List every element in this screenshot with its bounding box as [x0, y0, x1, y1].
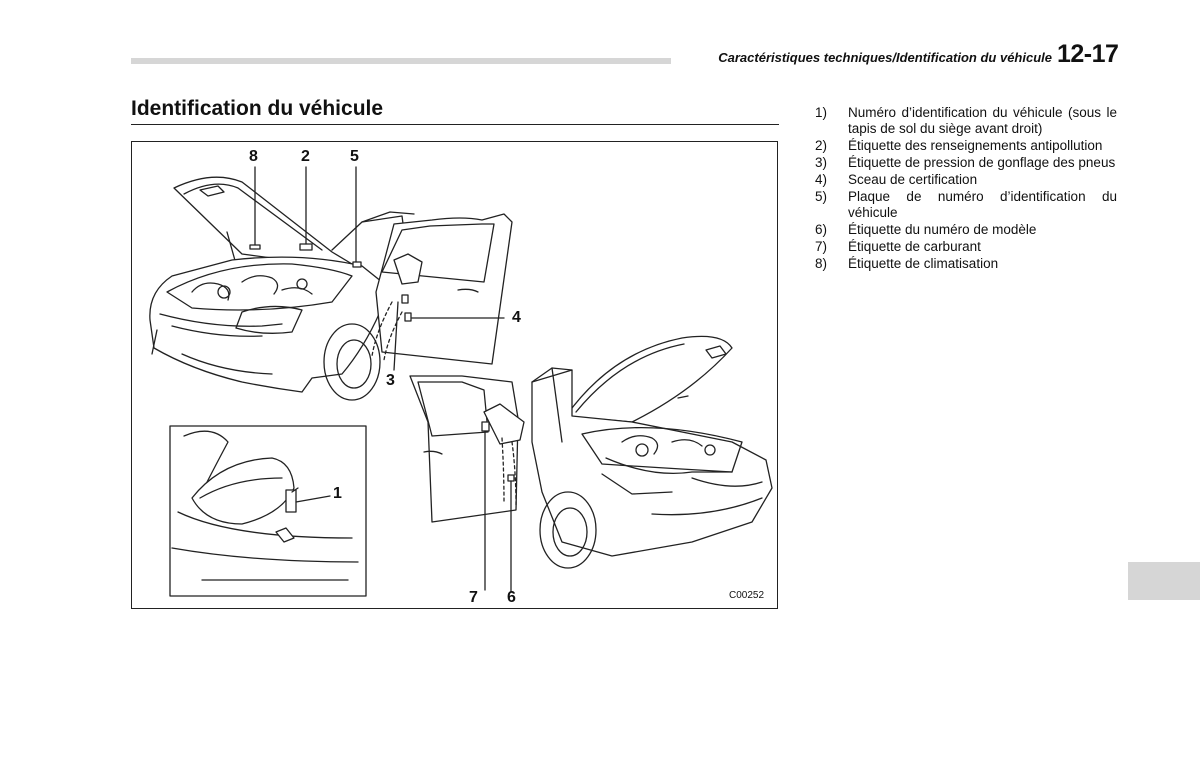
- callout-1: 1: [333, 485, 342, 502]
- callout-6: 6: [507, 589, 516, 606]
- callout-4: 4: [512, 309, 521, 326]
- vehicle-identification-figure: 8 2 5 4 3 1 7 6 C00252: [131, 141, 778, 609]
- legend-item: 4)Sceau de certification: [815, 172, 978, 187]
- callout-8: 8: [249, 148, 258, 165]
- callout-3: 3: [386, 372, 395, 389]
- page-number: 12-17: [1057, 40, 1119, 68]
- section-divider: [131, 124, 779, 125]
- legend-item: 5)Plaque de numéro d’identification du v…: [815, 189, 1117, 220]
- identification-legend: 1)Numéro d’identification du véhicule (s…: [815, 105, 1117, 273]
- legend-item: 8)Étiquette de climatisation: [815, 256, 999, 271]
- legend-item: 1)Numéro d’identification du véhicule (s…: [815, 105, 1117, 136]
- vehicle-illustration: [149, 166, 773, 597]
- callout-2: 2: [301, 148, 310, 165]
- legend-item: 3)Étiquette de pression de gonflage des …: [815, 155, 1116, 170]
- callout-5: 5: [350, 148, 359, 165]
- section-title: Identification du véhicule: [131, 97, 384, 120]
- inset-vin-location: [169, 425, 367, 597]
- car-front-left-view: [149, 166, 513, 401]
- callout-7: 7: [469, 589, 478, 606]
- running-header: Caractéristiques techniques/Identificati…: [718, 50, 1052, 65]
- legend-item: 6)Étiquette du numéro de modèle: [815, 222, 1037, 237]
- legend-item: 7)Étiquette de carburant: [815, 239, 981, 254]
- header-bar: [131, 58, 671, 64]
- legend-item: 2)Étiquette des renseignements antipollu…: [815, 138, 1103, 153]
- chapter-edge-tab: [1128, 562, 1200, 600]
- car-front-right-view: [409, 335, 773, 593]
- figure-code: C00252: [729, 590, 765, 601]
